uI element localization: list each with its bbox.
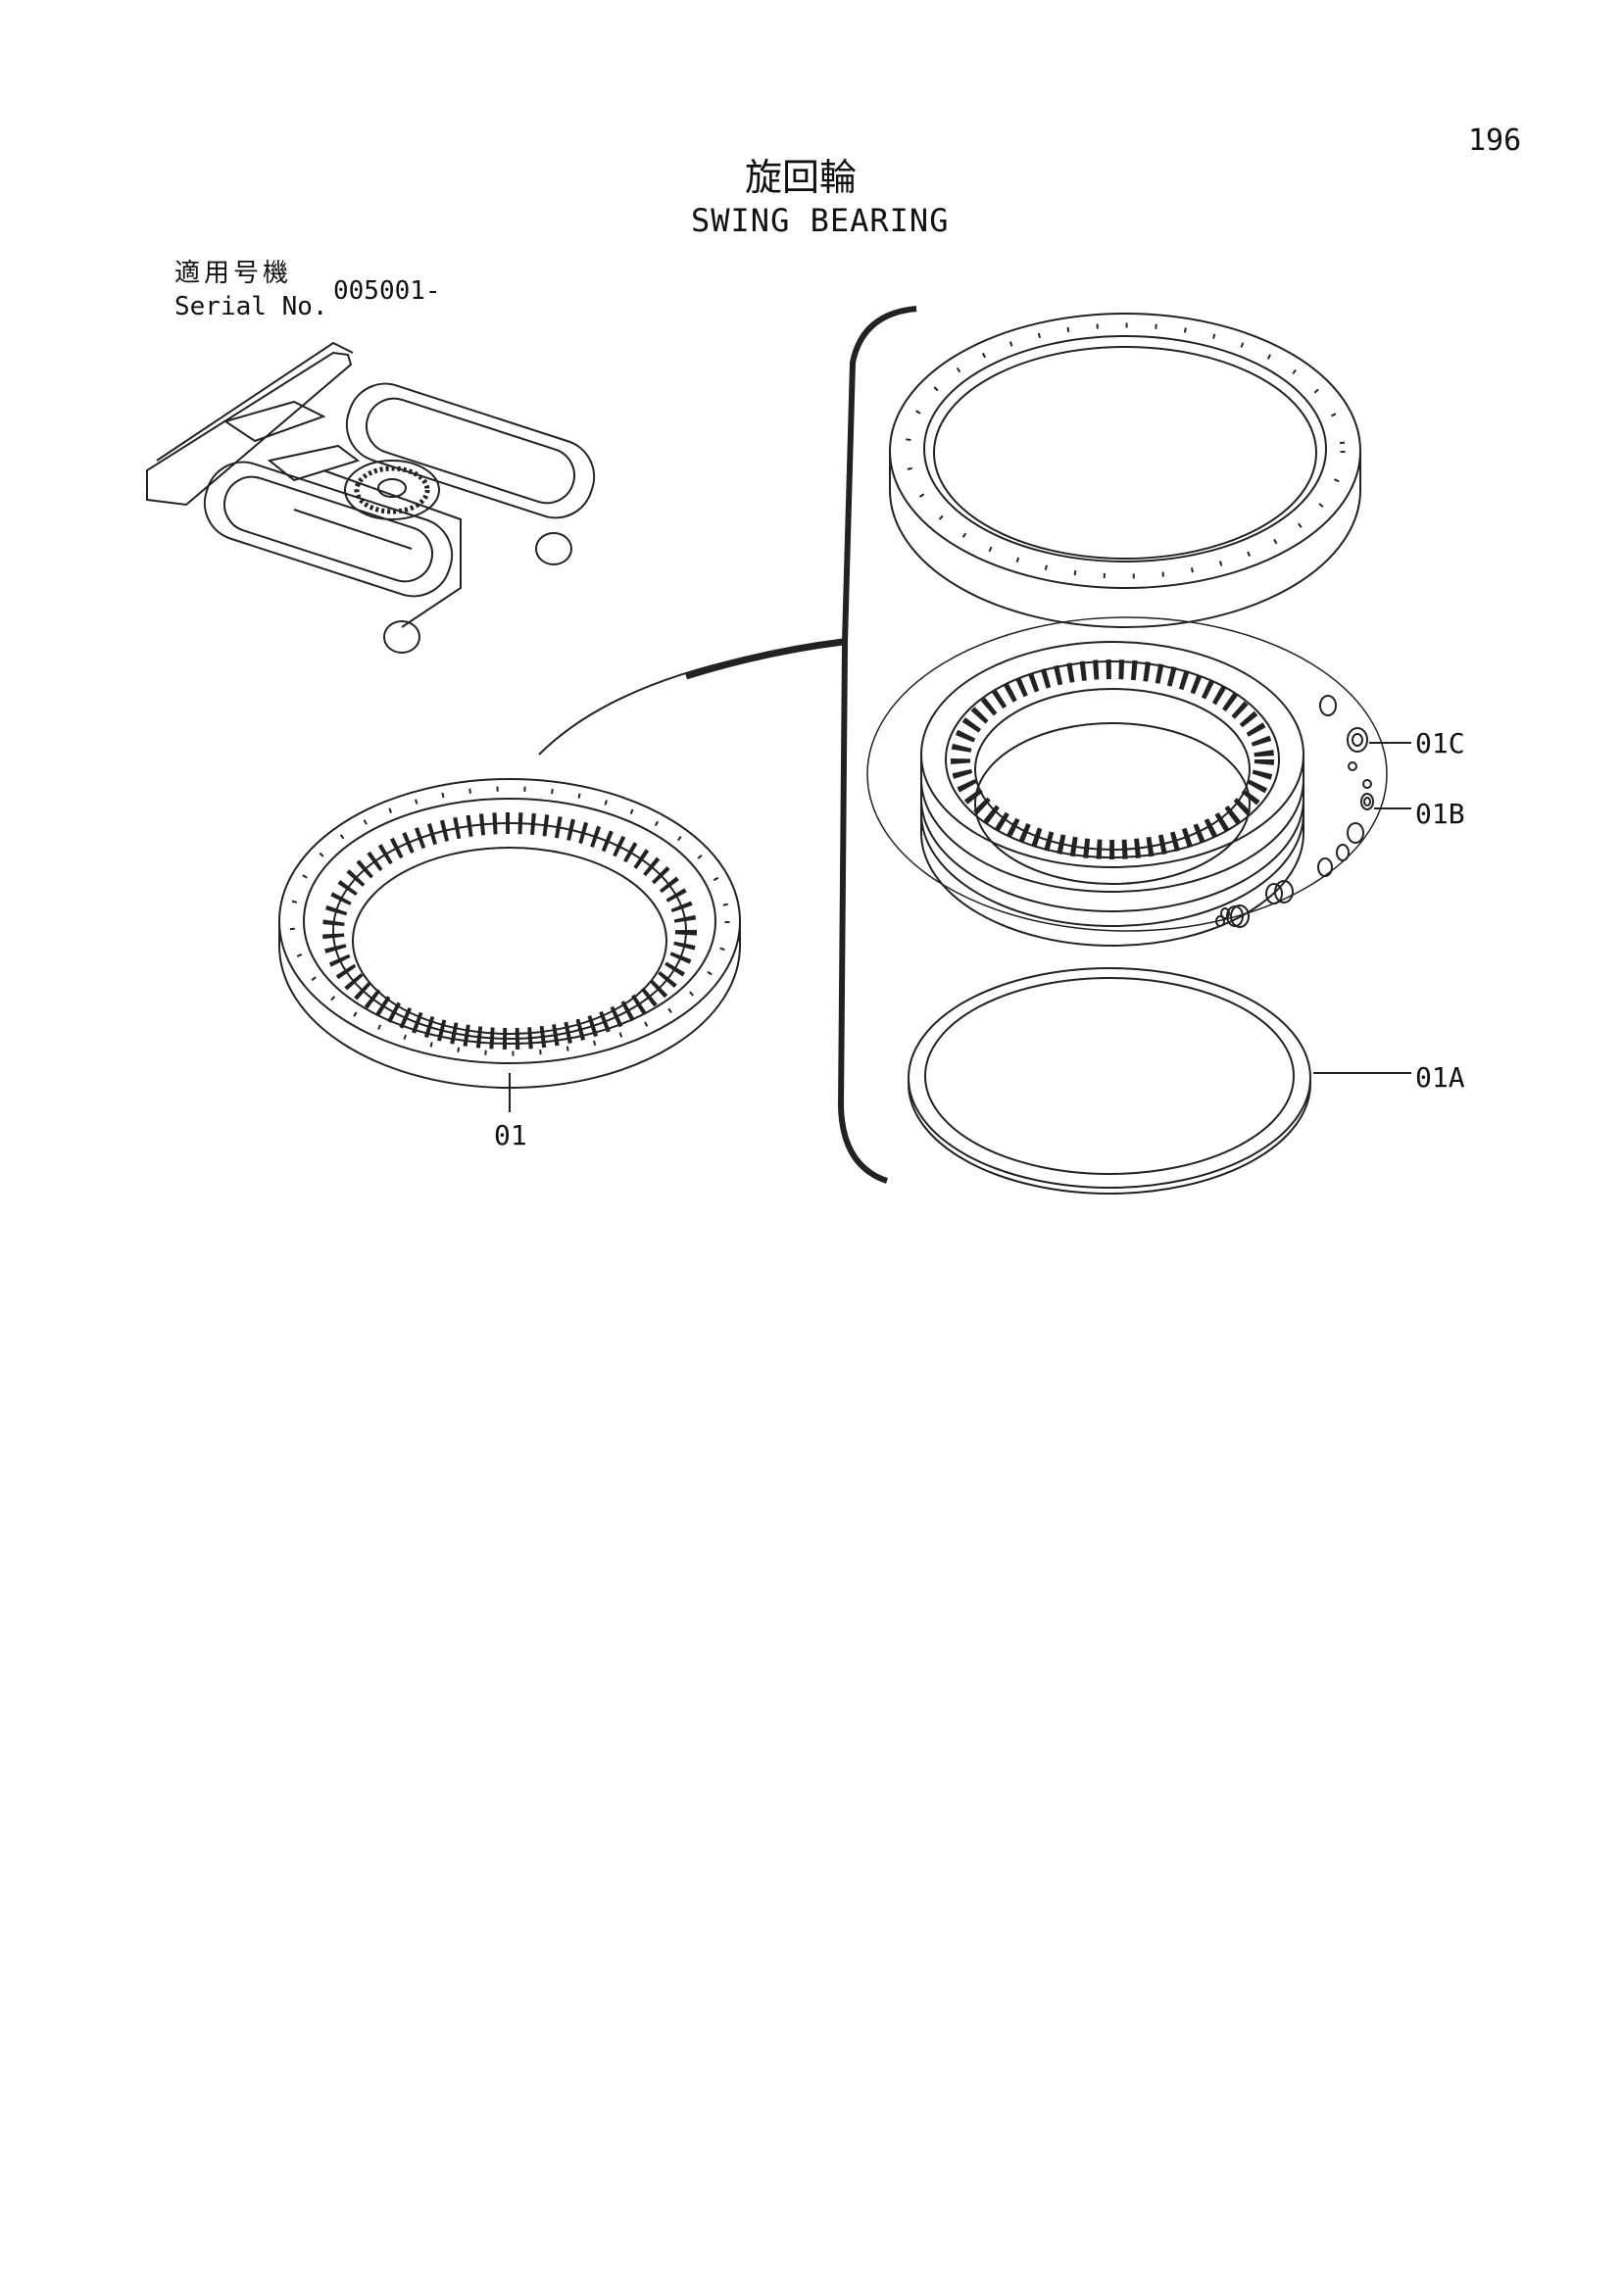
seal-ring — [908, 967, 1311, 1195]
serial-label-japanese: 適用号機 — [174, 259, 293, 288]
serial-number-value: 005001- — [333, 276, 441, 306]
callout-01: 01 — [494, 1119, 527, 1151]
page-number: 196 — [1468, 123, 1522, 158]
page-title-japanese: 旋回輪 — [745, 156, 858, 199]
undercarriage-illustration — [146, 341, 596, 654]
balls-and-spacers — [1215, 695, 1374, 928]
swing-bearing-assembly — [278, 778, 741, 1089]
group-bracket — [837, 306, 917, 1184]
page-title: SWING BEARING — [691, 202, 950, 239]
outer-race-ring — [889, 313, 1361, 628]
serial-label: Serial No. — [174, 292, 328, 321]
callout-01A: 01A — [1415, 1061, 1465, 1094]
leader-curve — [538, 641, 844, 756]
callout-01B: 01B — [1415, 798, 1465, 830]
inner-gear-ring — [866, 616, 1388, 947]
leader-curve-bold — [684, 638, 844, 680]
callout-01C: 01C — [1415, 727, 1465, 759]
